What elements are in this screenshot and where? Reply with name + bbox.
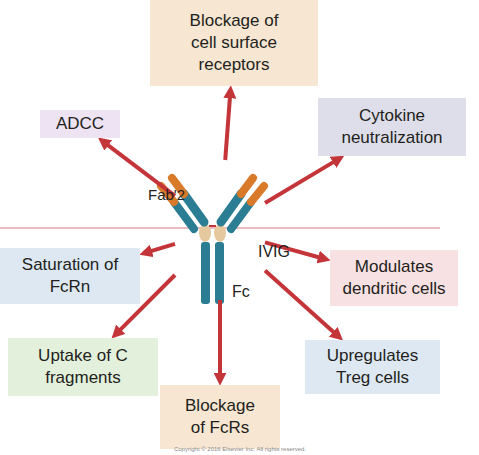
light-chain-tip (251, 186, 264, 202)
copyright-note: Copyright © 2016 Elsevier Inc. All right… (140, 446, 340, 452)
effect-text: Upregulates Treg cells (313, 345, 432, 389)
heavy-chain-tip (241, 178, 253, 194)
effect-box: Blockage of cell surface receptors (150, 0, 318, 86)
effect-text: Uptake of C fragments (36, 345, 130, 389)
effect-text: Cytokine neutralization (332, 105, 452, 149)
part-label: Fab'2 (148, 185, 185, 204)
effect-arrow (265, 270, 336, 334)
effect-text: ADCC (56, 113, 104, 135)
effect-arrow (225, 94, 230, 160)
effect-box: Modulates dendritic cells (330, 250, 458, 306)
antibody-shape: Fab'2IVIGFc (175, 160, 265, 300)
light-chain (174, 202, 194, 229)
effect-arrow (218, 300, 222, 377)
effect-box: Saturation of FcRn (0, 248, 140, 304)
effect-text: Blockage of cell surface receptors (179, 10, 289, 75)
effect-text: Blockage of FcRs (180, 395, 260, 439)
effect-box: ADCC (40, 110, 120, 138)
effect-box: Cytokine neutralization (318, 98, 466, 156)
effect-box: Blockage of FcRs (160, 385, 280, 449)
part-label: IVIG (258, 242, 290, 262)
light-chain (231, 202, 251, 229)
fc-chain (201, 242, 210, 304)
fc-chain (215, 242, 224, 304)
effect-box: Upregulates Treg cells (305, 340, 440, 394)
disulfide-bond (209, 225, 216, 227)
effect-text: Saturation of FcRn (10, 254, 130, 298)
part-label: Fc (232, 282, 250, 302)
effect-box: Uptake of C fragments (8, 338, 158, 396)
effect-arrow (265, 160, 337, 203)
effect-text: Modulates dendritic cells (336, 256, 452, 300)
effect-arrow (148, 244, 175, 252)
